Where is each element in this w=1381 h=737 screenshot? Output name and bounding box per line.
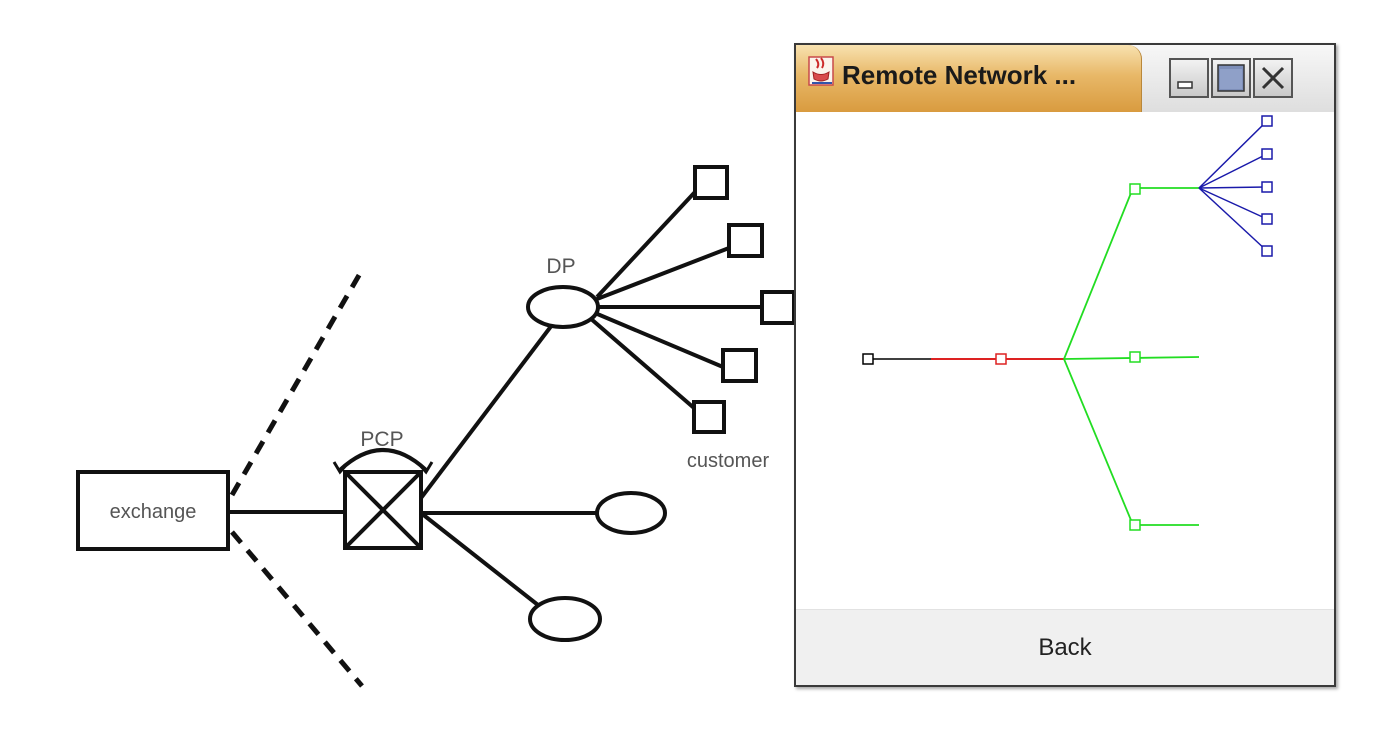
tree-node-blue-2[interactable] <box>1261 148 1273 160</box>
tree-link-blue-4 <box>1198 187 1268 220</box>
tree-node-green-mid[interactable] <box>1129 351 1141 363</box>
pcp-node: PCP <box>332 428 434 550</box>
boundary-line-upper <box>229 268 365 497</box>
customer-box-1 <box>693 165 729 200</box>
tree-node-blue-4[interactable] <box>1261 213 1273 225</box>
distribution-point-ellipse-1 <box>595 491 667 535</box>
close-icon <box>1261 66 1285 90</box>
title-tab: Remote Network ... <box>796 45 1142 112</box>
tree-link-blue-1 <box>1198 120 1268 189</box>
network-tree-canvas <box>796 112 1334 612</box>
minimize-icon <box>1177 81 1193 89</box>
tree-link-green-down <box>1063 358 1134 526</box>
tree-link-green-up <box>1063 187 1134 360</box>
dp-customer-link-5 <box>588 316 696 410</box>
customer-box-4 <box>721 348 758 383</box>
dp-label: DP <box>546 255 575 278</box>
tree-node-green-top[interactable] <box>1129 183 1141 195</box>
customer-box-5 <box>692 400 726 434</box>
java-app-icon <box>808 56 834 86</box>
distribution-point-ellipse-2 <box>528 596 602 642</box>
network-tree <box>862 115 1273 531</box>
remote-network-window: Remote Network ... <box>794 43 1336 687</box>
pcp-dp-link <box>419 323 554 500</box>
customer-box-2 <box>727 223 764 258</box>
dp-customer-link-1 <box>595 190 697 299</box>
close-button[interactable] <box>1253 58 1293 98</box>
exchange-label: exchange <box>110 501 197 523</box>
pcp-ellipse-link-2 <box>419 511 540 607</box>
exchange-node: exchange <box>76 470 230 551</box>
customer-box-3 <box>760 290 796 325</box>
network-diagram: exchange PCP DP customer <box>76 165 796 688</box>
maximize-button[interactable] <box>1211 58 1251 98</box>
dp-customer-link-4 <box>594 311 724 369</box>
window-titlebar[interactable]: Remote Network ... <box>796 45 1334 112</box>
tree-node-blue-1[interactable] <box>1261 115 1273 127</box>
tree-node-root[interactable] <box>862 353 874 365</box>
boundary-line-lower <box>230 530 364 688</box>
back-button[interactable]: Back <box>796 609 1334 685</box>
tree-node-red[interactable] <box>995 353 1007 365</box>
window-title: Remote Network ... <box>842 60 1077 90</box>
minimize-button[interactable] <box>1169 58 1209 98</box>
dp-customer-link-2 <box>596 246 730 301</box>
tree-link-blue-5 <box>1198 187 1268 252</box>
dp-node <box>526 285 600 329</box>
pcp-label: PCP <box>360 428 403 451</box>
maximize-icon <box>1217 64 1245 92</box>
customer-label: customer <box>687 450 770 472</box>
tree-node-blue-5[interactable] <box>1261 245 1273 257</box>
tree-link-blue-2 <box>1198 153 1268 189</box>
tree-link-blue-3 <box>1198 186 1268 189</box>
tree-node-blue-3[interactable] <box>1261 181 1273 193</box>
tree-node-green-bottom[interactable] <box>1129 519 1141 531</box>
